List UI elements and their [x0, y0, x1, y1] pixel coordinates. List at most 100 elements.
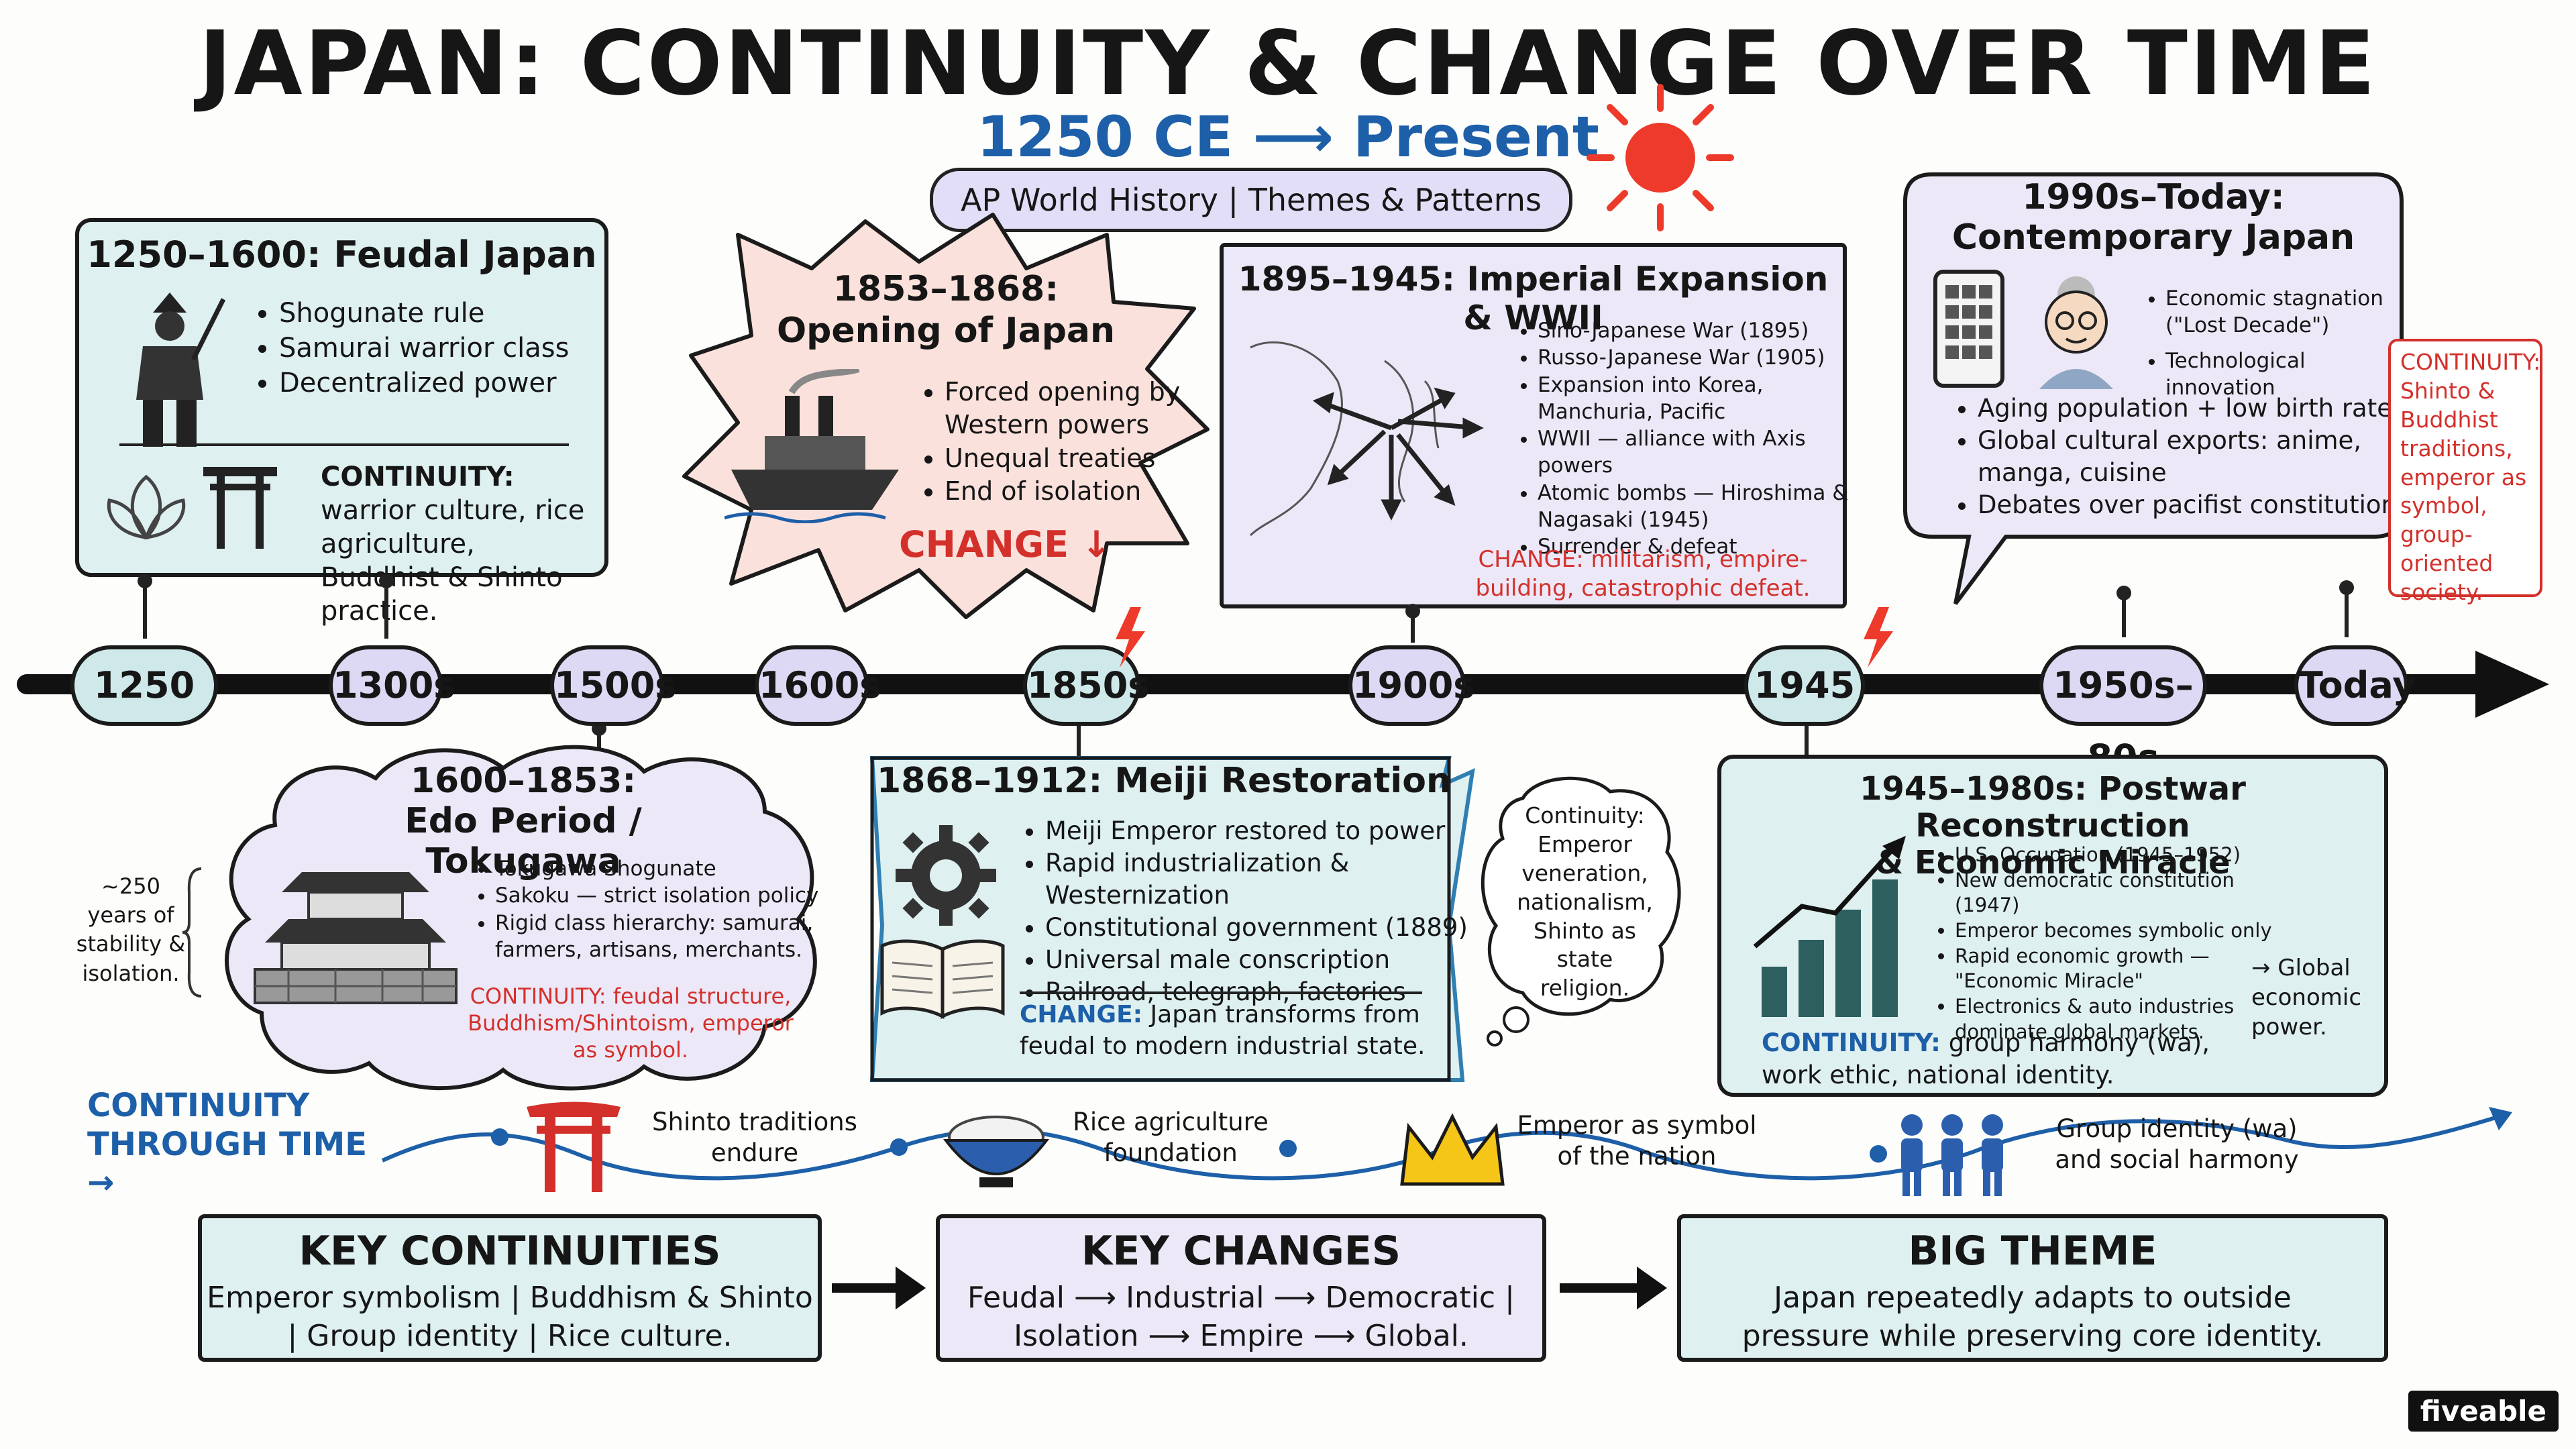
bullet-item: Rapid industrialization & Westernization: [1045, 847, 1508, 912]
connector: [1411, 609, 1415, 643]
divider: [1020, 991, 1422, 994]
brand-logo[interactable]: fiveable: [2408, 1391, 2559, 1432]
edo-title: 1600–1853: Edo Period / Tokugawa: [315, 761, 731, 881]
key-changes-text: Feudal ⟶ Industrial ⟶ Democratic | Isola…: [967, 1281, 1515, 1354]
lotus-icon: [107, 474, 186, 540]
meiji-bullets: Meiji Emperor restored to power Rapid in…: [1013, 815, 1508, 1009]
connector-dot: [2116, 586, 2131, 600]
bullet-item: U.S. Occupation (1945–1952): [1955, 843, 2304, 868]
continuity-item-shinto: Shinto traditions endure: [652, 1108, 857, 1168]
arrow-icon: [1560, 1267, 1667, 1309]
continuity-through-time-label: CONTINUITY THROUGH TIME →: [87, 1087, 368, 1202]
bullet-item: Universal male conscription: [1045, 944, 1508, 976]
course-tag: AP World History | Themes & Patterns: [930, 168, 1572, 232]
contemporary-side-bullets: Economic stagnation ("Lost Decade") Tech…: [2133, 285, 2414, 401]
map-icon: [1249, 341, 1484, 537]
bullet-item: Rigid class hierarchy: samurai, farmers,…: [495, 910, 844, 964]
opening-starburst: [682, 213, 1210, 619]
contemporary-title-line1: 1990s–Today:: [2022, 177, 2285, 217]
postwar-continuity: CONTINUITY: group harmony (wa), work eth…: [1762, 1027, 2271, 1091]
bullet-item: Surrender & defeat: [1538, 533, 1873, 560]
connector: [143, 578, 147, 639]
feudal-bullets: Shogunate rule Samurai warrior class Dec…: [247, 296, 569, 400]
gear-icon: [896, 825, 996, 926]
bullet-item: WWII — alliance with Axis powers: [1538, 425, 1873, 480]
continuity-label: CONTINUITY:: [321, 462, 515, 492]
continuity-text: warrior culture, rice agriculture, Buddh…: [321, 495, 585, 627]
steamship-icon: [724, 369, 899, 523]
big-theme-title: BIG THEME: [1908, 1228, 2157, 1275]
lightning-icon: [1864, 607, 1893, 667]
key-changes-card: KEY CHANGES Feudal ⟶ Industrial ⟶ Democr…: [936, 1214, 1546, 1362]
opening-title-line1: 1853–1868:: [833, 269, 1059, 309]
opening-change: CHANGE ↓: [899, 523, 1112, 566]
elder-icon: [2039, 276, 2113, 389]
opening-title-line2: Opening of Japan: [776, 311, 1116, 352]
postwar-title-line2: & Economic Miracle: [1875, 844, 2231, 882]
bullet-item: Aging population + low birth rate: [1978, 392, 2427, 425]
connector: [1077, 724, 1081, 758]
bullet-item: Decentralized power: [279, 366, 569, 400]
connector: [597, 724, 601, 765]
bullet-item: Sakoku — strict isolation policy: [495, 882, 844, 909]
castle-icon: [254, 872, 458, 1004]
brace: [182, 867, 202, 998]
bar-chart-icon: [1753, 836, 1906, 1017]
continuity-note: CONTINUITY: Shinto & Buddhist traditions…: [2388, 339, 2542, 605]
sun-icon: [1587, 84, 1734, 231]
continuity-item-emperor: Emperor as symbol of the nation: [1517, 1111, 1757, 1171]
connector: [384, 578, 388, 639]
bullet-item: Meiji Emperor restored to power: [1045, 815, 1508, 847]
key-continuities-title: KEY CONTINUITIES: [299, 1228, 721, 1275]
bullet-item: End of isolation: [945, 475, 1199, 508]
crown-icon: [1400, 1113, 1505, 1186]
timeline-node-1500s: 1500s: [550, 645, 676, 726]
bullet-item: Economic stagnation ("Lost Decade"): [2165, 285, 2414, 339]
phone-icon: [1933, 270, 2004, 388]
change-text: Japan transforms from feudal to modern i…: [1020, 1001, 1426, 1060]
contemporary-bubble: [1903, 172, 2404, 605]
book-icon: [880, 939, 1005, 1020]
bullet-item: Unequal treaties: [945, 442, 1199, 475]
timeline-node-1300s: 1300s: [329, 645, 455, 726]
connector: [1805, 724, 1809, 765]
meiji-banner: [869, 756, 1475, 1082]
timeline-node-1850s: 1850s: [1023, 645, 1149, 726]
contemporary-title-line2: Contemporary Japan: [1951, 217, 2355, 258]
bullet-item: Expansion into Korea, Manchuria, Pacific: [1538, 372, 1873, 426]
bullet-item: Samurai warrior class: [279, 331, 569, 366]
opening-bullets: Forced opening by Western powers Unequal…: [912, 376, 1199, 508]
timeline-node-1900s: 1900s: [1348, 645, 1474, 726]
postwar-card: 1945–1980s: Postwar Reconstruction & Eco…: [1717, 755, 2388, 1097]
continuity-label: CONTINUITY:: [1762, 1028, 1941, 1057]
bullet-item: Russo-Japanese War (1905): [1538, 344, 1873, 371]
imperial-bullets: Sino-Japanese War (1895) Russo-Japanese …: [1505, 317, 1873, 561]
meiji-title: 1868–1912: Meiji Restoration: [877, 761, 1451, 801]
postwar-bullets: U.S. Occupation (1945–1952) New democrat…: [1923, 843, 2304, 1045]
postwar-title-line1: 1945–1980s: Postwar Reconstruction: [1860, 770, 2246, 845]
date-range: 1250 CE ⟶ Present: [977, 104, 1599, 170]
bullet-item: Debates over pacifist constitution: [1978, 489, 2427, 521]
lightning-icon: [1116, 607, 1145, 667]
key-continuities-text: Emperor symbolism | Buddhism & Shinto | …: [207, 1281, 813, 1354]
samurai-icon: [136, 292, 226, 447]
postwar-arrow-note: → Global economic power.: [2251, 955, 2362, 1041]
divider: [119, 443, 569, 446]
edo-title-line2: Edo Period / Tokugawa: [405, 800, 642, 881]
bullet-item: Sino-Japanese War (1895): [1538, 317, 1873, 344]
people-icon: [1901, 1114, 2003, 1196]
big-theme-card: BIG THEME Japan repeatedly adapts to out…: [1677, 1214, 2388, 1362]
connector-dot: [1405, 604, 1420, 619]
torii-icon: [203, 467, 277, 549]
rice-bowl-icon: [943, 1116, 1050, 1187]
timeline-node-1250: 1250: [70, 645, 218, 726]
bullet-item: Shogunate rule: [279, 296, 569, 331]
bullet-item: Forced opening by Western powers: [945, 376, 1199, 442]
bullet-item: Atomic bombs — Hiroshima & Nagasaki (194…: [1538, 480, 1873, 534]
timeline-node-today: Today: [2294, 645, 2416, 726]
imperial-change: CHANGE: militarism, empire-building, cat…: [1475, 546, 1811, 602]
edo-continuity: CONTINUITY: feudal structure, Buddhism/S…: [468, 983, 794, 1063]
torii-icon: [527, 1102, 621, 1192]
feudal-title: 1250–1600: Feudal Japan: [87, 233, 597, 276]
key-continuities-card: KEY CONTINUITIES Emperor symbolism | Bud…: [198, 1214, 822, 1362]
